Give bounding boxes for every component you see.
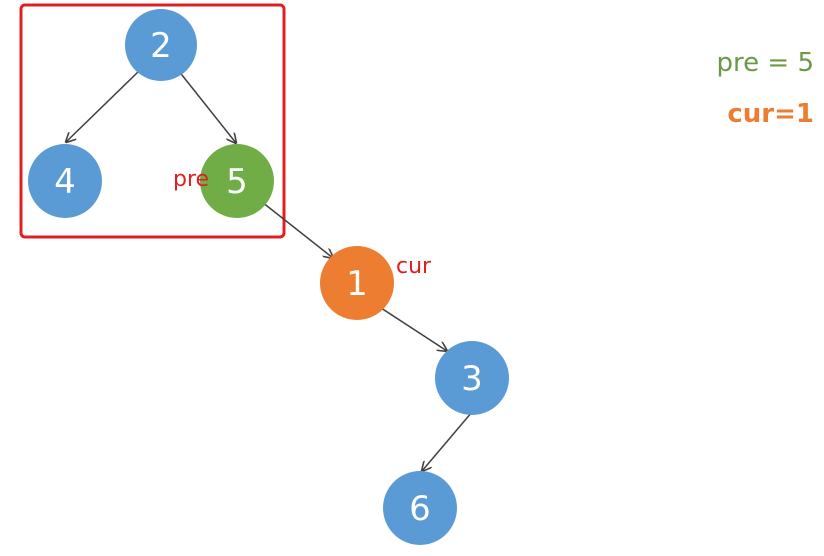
tree-node-3-label: 3 bbox=[461, 359, 483, 399]
tree-node-5-pre: 5 bbox=[200, 144, 274, 218]
edge-2-5 bbox=[177, 69, 236, 143]
tree-node-6-label: 6 bbox=[409, 489, 431, 529]
tree-node-5-label: 5 bbox=[226, 162, 248, 202]
pre-pointer-label: pre bbox=[173, 167, 209, 192]
tree-node-1-cur: 1 bbox=[320, 246, 394, 320]
processed-subtree-box bbox=[19, 3, 286, 239]
tree-node-2-label: 2 bbox=[150, 26, 172, 66]
legend-cur-value: cur=1 bbox=[727, 99, 814, 129]
edge-2-4 bbox=[66, 69, 141, 142]
tree-node-4-label: 4 bbox=[54, 162, 76, 202]
tree-node-4: 4 bbox=[28, 144, 102, 218]
tree-node-3: 3 bbox=[435, 341, 509, 415]
legend-pre-value: pre = 5 bbox=[717, 48, 814, 78]
cur-pointer-label: cur bbox=[396, 254, 432, 279]
edge-3-6 bbox=[422, 411, 473, 471]
edge-5-1 bbox=[261, 201, 333, 258]
tree-node-2: 2 bbox=[125, 9, 197, 81]
tree-node-1-label: 1 bbox=[346, 264, 368, 304]
tree-node-6: 6 bbox=[383, 471, 457, 545]
edge-1-3 bbox=[377, 305, 447, 351]
